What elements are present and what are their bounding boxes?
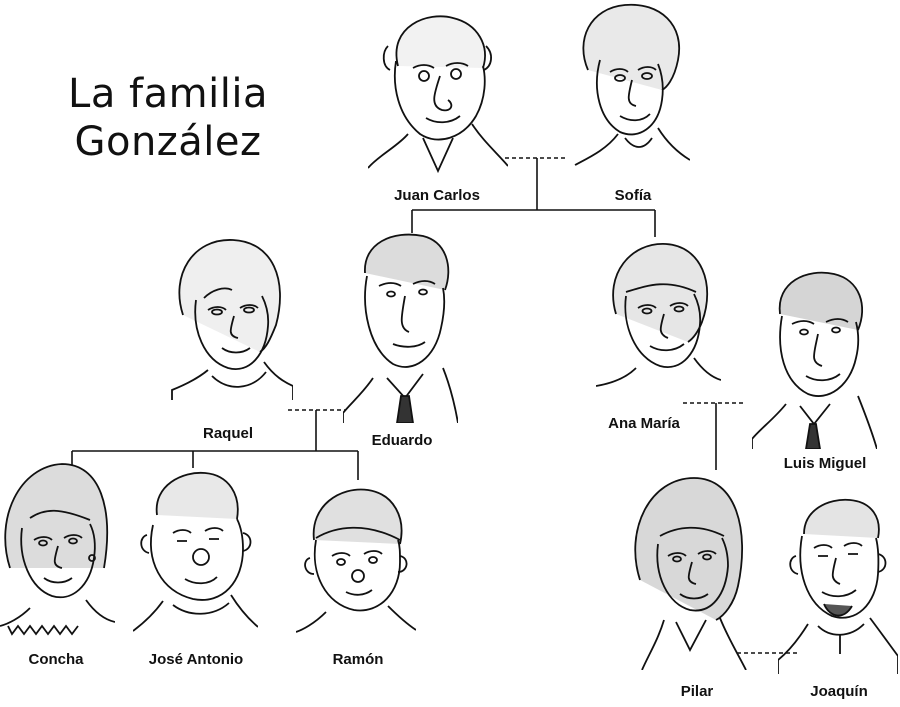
portrait-pilar — [628, 470, 753, 670]
portrait-jose-antonio — [133, 465, 258, 635]
name-eduardo: Eduardo — [371, 432, 433, 449]
name-pilar: Pilar — [680, 683, 714, 700]
portrait-sofia — [570, 0, 690, 175]
name-sofia: Sofía — [614, 187, 652, 204]
name-luis-miguel: Luis Miguel — [783, 455, 867, 472]
portrait-ramon — [296, 480, 416, 640]
title-line-1: La familia — [68, 71, 268, 117]
name-joaquin: Joaquín — [810, 683, 868, 700]
portrait-juan-carlos — [368, 6, 508, 176]
name-concha: Concha — [28, 651, 84, 668]
portrait-raquel — [168, 230, 293, 400]
name-ana-maria: Ana María — [608, 415, 680, 432]
name-jose-antonio: José Antonio — [148, 651, 244, 668]
portrait-luis-miguel — [752, 264, 877, 449]
portrait-ana-maria — [596, 234, 721, 399]
portrait-joaquin — [778, 494, 898, 674]
name-ramon: Ramón — [332, 651, 384, 668]
title-line-2: González — [74, 119, 262, 165]
name-raquel: Raquel — [202, 425, 254, 442]
portrait-eduardo — [343, 228, 458, 423]
name-juan-carlos: Juan Carlos — [394, 187, 480, 204]
portrait-concha — [0, 458, 115, 636]
page-title: La familia González — [58, 70, 278, 166]
